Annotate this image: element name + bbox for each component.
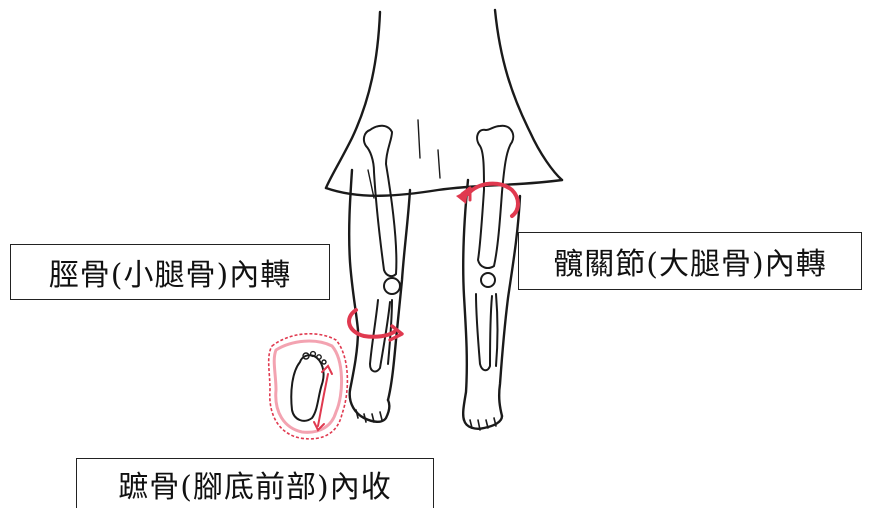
- metatarsal-adduction-text: 蹠骨(腳底前部)內收: [118, 462, 391, 506]
- tibia-rotation-text: 脛骨(小腿骨)內轉: [49, 250, 291, 294]
- metatarsal-adduction-label: 蹠骨(腳底前部)內收: [76, 458, 434, 508]
- hip-rotation-label: 髖關節(大腿骨)內轉: [518, 232, 862, 290]
- skirt-outline: [326, 10, 562, 198]
- tibia-rotation-label: 脛骨(小腿骨)內轉: [10, 244, 330, 300]
- right-leg-bones: [476, 126, 513, 371]
- hip-rotation-text: 髖關節(大腿骨)內轉: [553, 239, 826, 283]
- left-leg-outline: [349, 170, 410, 422]
- foot-sole-icon: [291, 355, 323, 421]
- foot-sole-inset: [269, 334, 348, 439]
